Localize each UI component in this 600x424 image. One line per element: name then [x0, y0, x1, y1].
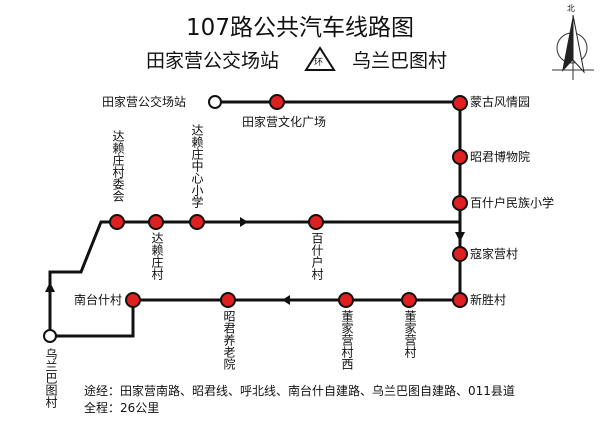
loop-badge-text: 环 — [314, 58, 324, 68]
station-marker — [452, 195, 468, 211]
station-marker — [308, 214, 324, 230]
station-label: 新胜村 — [470, 293, 507, 307]
station-marker — [452, 95, 468, 111]
station-marker — [452, 149, 468, 165]
route-total: 全程：26公里 — [84, 401, 160, 415]
station-marker — [125, 292, 141, 308]
station-label: 昭君养老院 — [222, 310, 236, 370]
arrow-right-icon — [240, 217, 248, 227]
station-label: 达赖庄村委会 — [111, 130, 125, 202]
station-label: 田家营文化广场 — [242, 115, 327, 129]
subtitle-to: 乌兰巴图村 — [352, 50, 448, 72]
terminal-station-marker — [43, 329, 57, 343]
station-marker — [220, 292, 236, 308]
station-label: 达赖庄中心小学 — [190, 124, 204, 208]
station-label: 乌兰巴图村 — [44, 348, 58, 408]
north-label: 北 — [567, 4, 575, 13]
station-marker — [109, 214, 125, 230]
station-marker — [452, 246, 468, 262]
loop-icon — [304, 46, 336, 71]
station-label: 董家营村西 — [340, 310, 354, 370]
station-marker — [148, 214, 164, 230]
station-marker — [189, 214, 205, 230]
direction-arrows — [45, 217, 465, 305]
station-label: 南台什村 — [74, 293, 123, 307]
station-marker — [338, 292, 354, 308]
route-via: 途经：田家营南路、昭君线、呼北线、南台什自建路、乌兰巴图自建路、011县道 — [84, 384, 515, 398]
station-marker — [452, 292, 468, 308]
station-label: 百什户村 — [310, 232, 324, 280]
station-label: 百什户民族小学 — [470, 196, 555, 210]
station-label: 达赖庄村 — [150, 232, 164, 280]
subtitle-from: 田家营公交场站 — [146, 50, 280, 72]
station-marker — [269, 94, 285, 110]
terminal-station-marker — [208, 95, 222, 109]
arrow-left-icon — [282, 295, 290, 305]
map-title: 107路公共汽车线路图 — [186, 15, 414, 41]
compass-icon — [552, 14, 594, 80]
station-marker — [401, 292, 417, 308]
station-label: 昭君博物院 — [470, 150, 531, 164]
station-label: 田家营公交场站 — [102, 95, 187, 109]
arrow-down-icon — [455, 232, 465, 242]
arrow-up-icon — [45, 282, 55, 292]
station-label: 寇家营村 — [470, 247, 519, 261]
station-label: 蒙古风情园 — [470, 95, 531, 109]
station-label: 董家营村 — [403, 310, 417, 358]
